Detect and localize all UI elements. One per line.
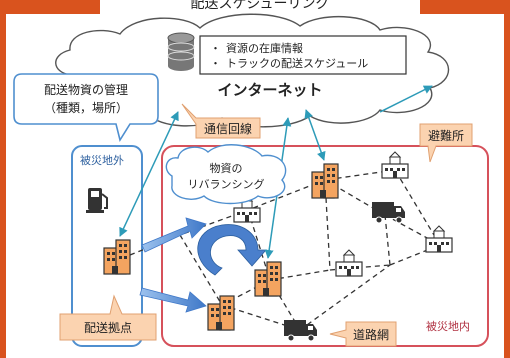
fuel-pump-icon bbox=[86, 188, 108, 213]
management-callout-line-1: 配送物資の管理 bbox=[44, 82, 128, 97]
rebalancing-callout-line-1: 物資の bbox=[210, 161, 243, 175]
management-callout-line-2: （種類，場所） bbox=[44, 101, 128, 115]
communication-callout: 通信回線 bbox=[181, 103, 261, 139]
info-item-inventory: 資源の在庫情報 bbox=[226, 41, 303, 55]
info-bullet-1: ・ bbox=[210, 42, 221, 55]
shelter-callout: 避難所 bbox=[419, 123, 473, 163]
communication-callout-label: 通信回線 bbox=[204, 121, 252, 136]
title-backdrop bbox=[100, 0, 420, 14]
info-box bbox=[199, 35, 407, 75]
depot-callout-label: 配送拠点 bbox=[84, 320, 132, 335]
diagram-title: 配送スケジューリング bbox=[190, 0, 329, 12]
inside-area-label: 被災地内 bbox=[426, 319, 470, 333]
management-callout: 配送物資の管理 （種類，場所） bbox=[13, 73, 159, 143]
rebalancing-callout: 物資の リバランシング bbox=[165, 144, 287, 205]
depot-callout: 配送拠点 bbox=[59, 294, 157, 341]
road-network-callout: 道路網 bbox=[329, 321, 397, 347]
database-icon bbox=[167, 32, 195, 71]
shelter-callout-label: 避難所 bbox=[428, 128, 464, 143]
info-bullet-2: ・ bbox=[210, 57, 221, 70]
outside-area-label: 被災地外 bbox=[80, 154, 124, 167]
rebalancing-callout-line-2: リバランシング bbox=[188, 177, 265, 191]
info-item-truck-schedule: トラックの配送スケジュール bbox=[226, 56, 368, 70]
road-network-callout-label: 道路網 bbox=[353, 327, 389, 342]
internet-label: インターネット bbox=[217, 81, 322, 99]
